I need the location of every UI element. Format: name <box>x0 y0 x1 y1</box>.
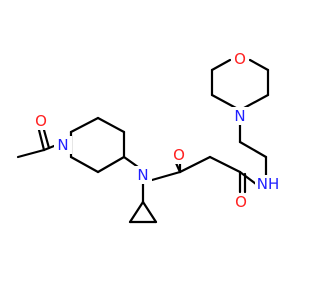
bond <box>69 155 100 174</box>
bond <box>178 155 212 174</box>
bond <box>210 93 238 110</box>
atom-o-morpholine: O <box>234 50 246 68</box>
bond <box>150 170 182 182</box>
atom-n-morpholine: N <box>234 107 245 125</box>
atom-o-acetyl: O <box>35 112 47 130</box>
bond <box>42 128 51 150</box>
bond <box>128 200 145 224</box>
atom-o-amide-right: O <box>235 193 247 211</box>
bond <box>141 200 158 224</box>
bond <box>210 58 232 72</box>
bond <box>96 155 126 174</box>
bond <box>238 140 268 159</box>
bond <box>69 116 100 134</box>
bond <box>16 148 46 159</box>
bond <box>208 155 242 174</box>
atom-n-amide-center: N <box>137 166 148 184</box>
bond <box>248 58 270 72</box>
bond <box>122 155 140 169</box>
bond <box>37 128 46 152</box>
bond <box>238 170 258 186</box>
atom-labels: O N NH O O N N O <box>32 50 283 212</box>
bond <box>242 93 270 110</box>
atom-nh-amide-right: NH <box>257 175 280 193</box>
atom-n-piperidine: N <box>57 136 68 154</box>
bonds <box>16 58 270 224</box>
bond <box>96 116 126 134</box>
molecule-structure: O N NH O O N N O <box>16 50 283 224</box>
atom-o-amide-left: O <box>173 146 185 164</box>
